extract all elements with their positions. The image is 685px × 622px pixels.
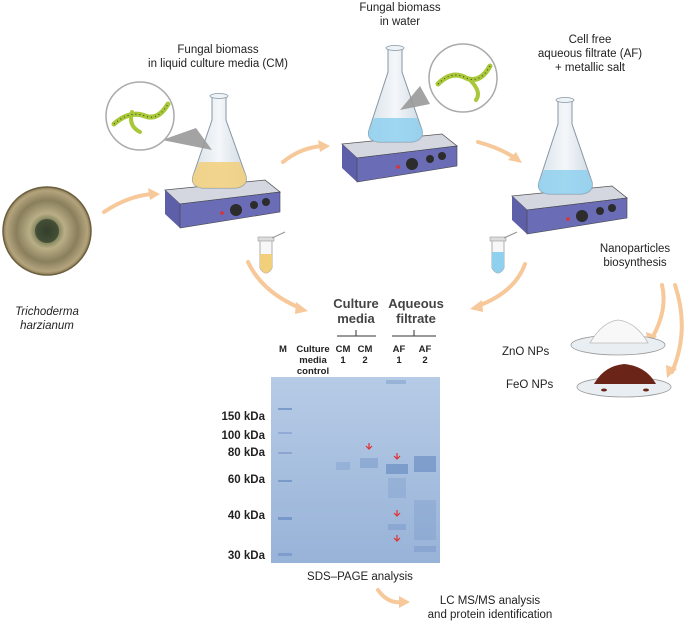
lane-af1-b: 1 — [396, 355, 402, 366]
lane-af2-a: AF — [418, 344, 432, 355]
np-label: Nanoparticles biosynthesis — [590, 242, 680, 270]
arrow-np-to-feo — [670, 283, 684, 374]
lane-af1: AF 1 — [390, 344, 408, 366]
af-label-line3: + metallic salt — [555, 62, 625, 74]
lane-control-line2: media — [299, 355, 327, 366]
water-label-line2: in water — [379, 16, 421, 28]
marker-60: 60 kDa — [227, 474, 265, 486]
arrow-petri-to-cm — [102, 192, 154, 214]
flow-arrows — [102, 140, 684, 605]
lane-cm1-b: 1 — [340, 355, 346, 366]
group-aqueous-filtrate: Aqueous filtrate — [384, 296, 448, 326]
lane-m: M — [279, 344, 287, 355]
lane-af2: AF 2 — [416, 344, 434, 366]
zno-dish — [570, 319, 666, 356]
cm-label-line1: Fungal biomass — [177, 44, 259, 56]
red-arrow-markers — [365, 443, 401, 542]
lane-cm2-a: CM — [357, 344, 373, 355]
marker-30: 30 kDa — [227, 550, 265, 562]
lcms-label-line2: and protein identification — [427, 609, 553, 621]
petri-dish-image — [2, 186, 92, 276]
lane-cm1: CM 1 — [334, 344, 352, 366]
af-label: Cell free aqueous filtrate (AF) + metall… — [520, 33, 660, 75]
water-label-line1: Fungal biomass — [359, 2, 441, 14]
arrow-water-to-af — [476, 140, 517, 160]
arrow-np-to-zno — [650, 283, 666, 340]
lane-af1-a: AF — [392, 344, 406, 355]
group-aqueous-line1: Aqueous — [388, 296, 444, 311]
cm-label: Fungal biomass in liquid culture media (… — [118, 43, 318, 71]
arrow-gel-to-lcms — [376, 588, 404, 605]
marker-150: 150 kDa — [221, 411, 265, 423]
lane-cm2: CM 2 — [356, 344, 374, 366]
arrow-cm-to-water — [281, 144, 324, 164]
marker-100: 100 kDa — [221, 430, 265, 442]
arrow-cm-to-gel — [246, 260, 302, 310]
stirrer-cm — [164, 179, 281, 229]
lane-control-line3: control — [296, 366, 330, 377]
sds-label: SDS–PAGE analysis — [307, 571, 413, 583]
feo-dish — [576, 364, 672, 398]
lane-control-line1: Culture — [296, 344, 330, 355]
feo-label: FeO NPs — [506, 379, 554, 391]
stirrer-af — [511, 185, 628, 235]
lane-brackets — [337, 330, 436, 337]
magnifier-water — [400, 43, 498, 113]
lane-control: Culture media control — [293, 344, 333, 377]
group-culture-line1: Culture — [333, 296, 379, 311]
stirrer-water — [341, 133, 458, 183]
tube-cm — [257, 231, 286, 274]
group-culture-media: Culture media — [326, 296, 386, 326]
flask-cm — [191, 93, 247, 189]
lane-cm1-a: CM — [335, 344, 351, 355]
magnifier-cm — [105, 81, 212, 151]
np-label-line2: biosynthesis — [603, 257, 667, 269]
cm-label-line2: in liquid culture media (CM) — [148, 58, 288, 70]
organism-label-line2: harzianum — [20, 320, 74, 332]
sds-page-gel — [271, 377, 440, 563]
flask-af — [537, 97, 593, 195]
tube-af — [489, 231, 518, 274]
lcms-label-line1: LC MS/MS analysis — [439, 595, 541, 607]
flask-water — [367, 45, 423, 143]
marker-40: 40 kDa — [227, 510, 265, 522]
marker-80: 80 kDa — [227, 447, 265, 459]
gel-bands — [278, 380, 436, 556]
arrow-af-to-gel — [476, 262, 527, 308]
organism-label: Trichoderma harzianum — [2, 305, 92, 333]
lane-af2-b: 2 — [422, 355, 428, 366]
water-label: Fungal biomass in water — [340, 1, 460, 29]
af-label-line2: aqueous filtrate (AF) — [537, 48, 643, 60]
af-label-line1: Cell free — [568, 34, 612, 46]
group-culture-line2: media — [337, 311, 375, 326]
zno-label: ZnO NPs — [502, 346, 550, 358]
group-aqueous-line2: filtrate — [396, 311, 436, 326]
lane-cm2-b: 2 — [362, 355, 368, 366]
np-label-line1: Nanoparticles — [599, 243, 671, 255]
lcms-label: LC MS/MS analysis and protein identifica… — [410, 594, 570, 622]
organism-label-line1: Trichoderma — [15, 306, 79, 318]
